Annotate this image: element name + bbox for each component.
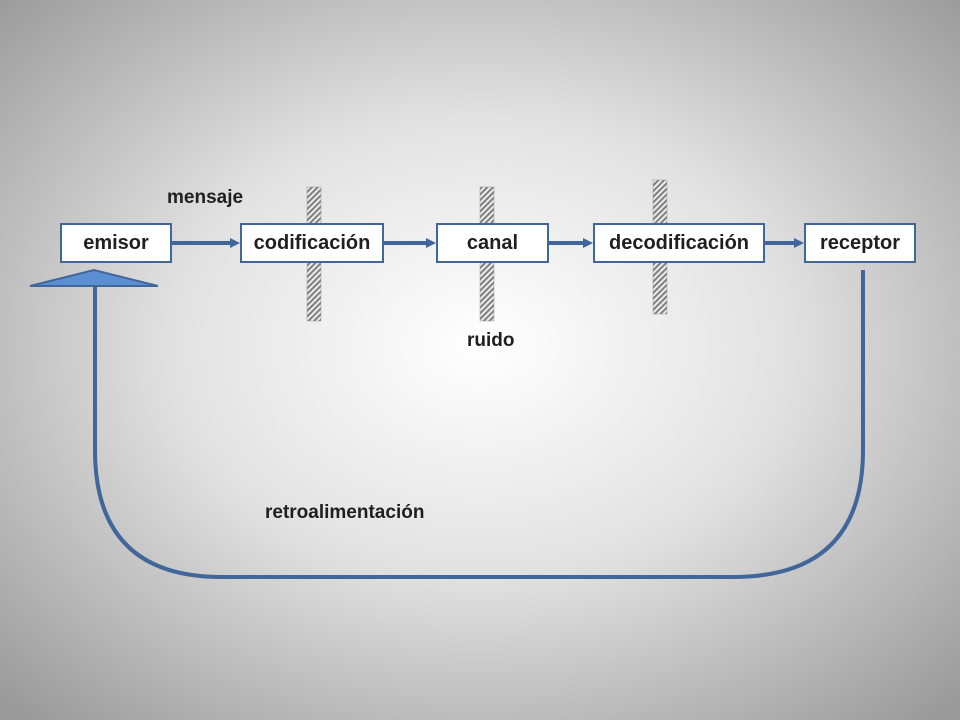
edge-codificacion-canal <box>384 238 436 248</box>
edge-decodificacion-receptor <box>765 238 804 248</box>
edge-emisor-codificacion <box>172 238 240 248</box>
edge-canal-decodificacion <box>549 238 593 248</box>
node-receptor: receptor <box>804 223 916 263</box>
feedback-arrowhead-triangle <box>29 268 159 287</box>
node-canal: canal <box>436 223 549 263</box>
label-mensaje: mensaje <box>167 187 244 208</box>
node-decodificacion: decodificación <box>593 223 765 263</box>
node-emisor: emisor <box>60 223 172 263</box>
node-codificacion: codificación <box>240 223 384 263</box>
label-retroalimentacion: retroalimentación <box>265 502 425 523</box>
feedback-loop-line <box>93 270 865 579</box>
label-ruido: ruido <box>467 330 515 351</box>
